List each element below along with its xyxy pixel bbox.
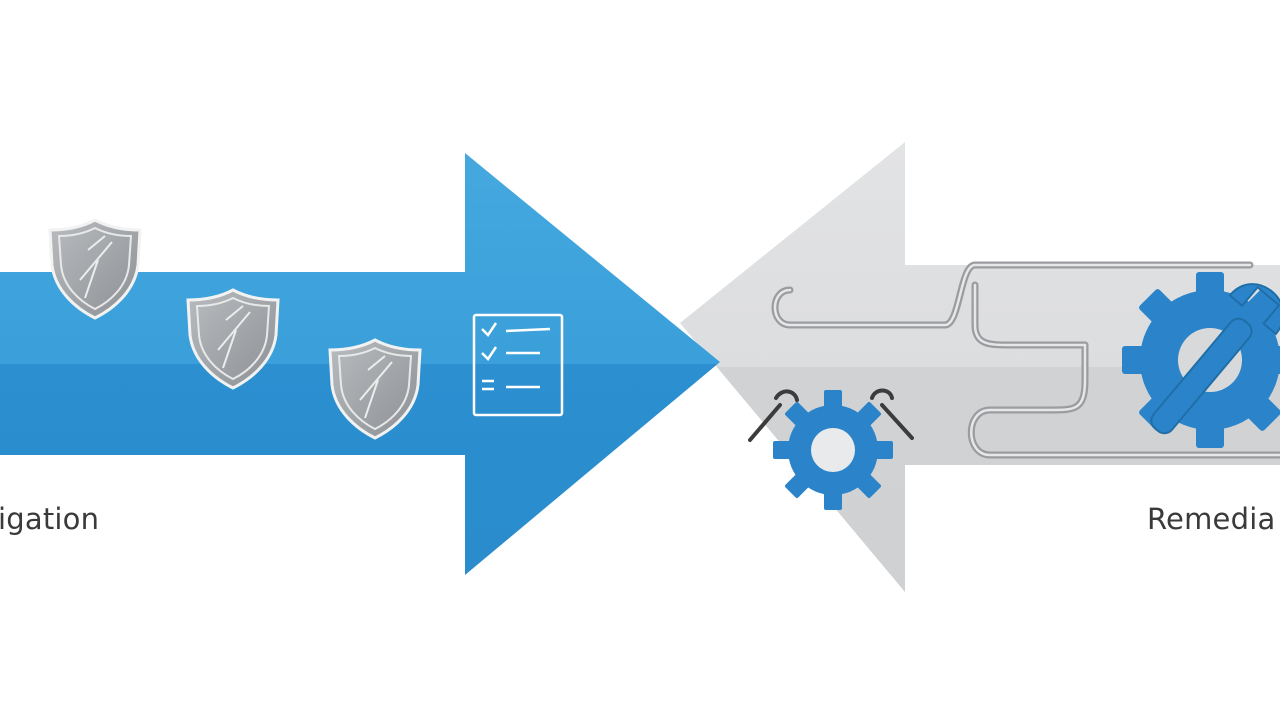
label-remediation: Remedia — [1147, 502, 1276, 536]
gear-icon — [773, 390, 893, 510]
shield-icon — [328, 338, 422, 440]
label-mitigation: igation — [0, 502, 100, 536]
shield-icon — [186, 288, 280, 390]
pipe-path-inner — [773, 263, 1280, 457]
checklist-icon — [472, 313, 564, 417]
shield-icon — [48, 218, 142, 320]
wrench-icon — [748, 388, 914, 442]
wrench-icon — [1150, 283, 1280, 435]
